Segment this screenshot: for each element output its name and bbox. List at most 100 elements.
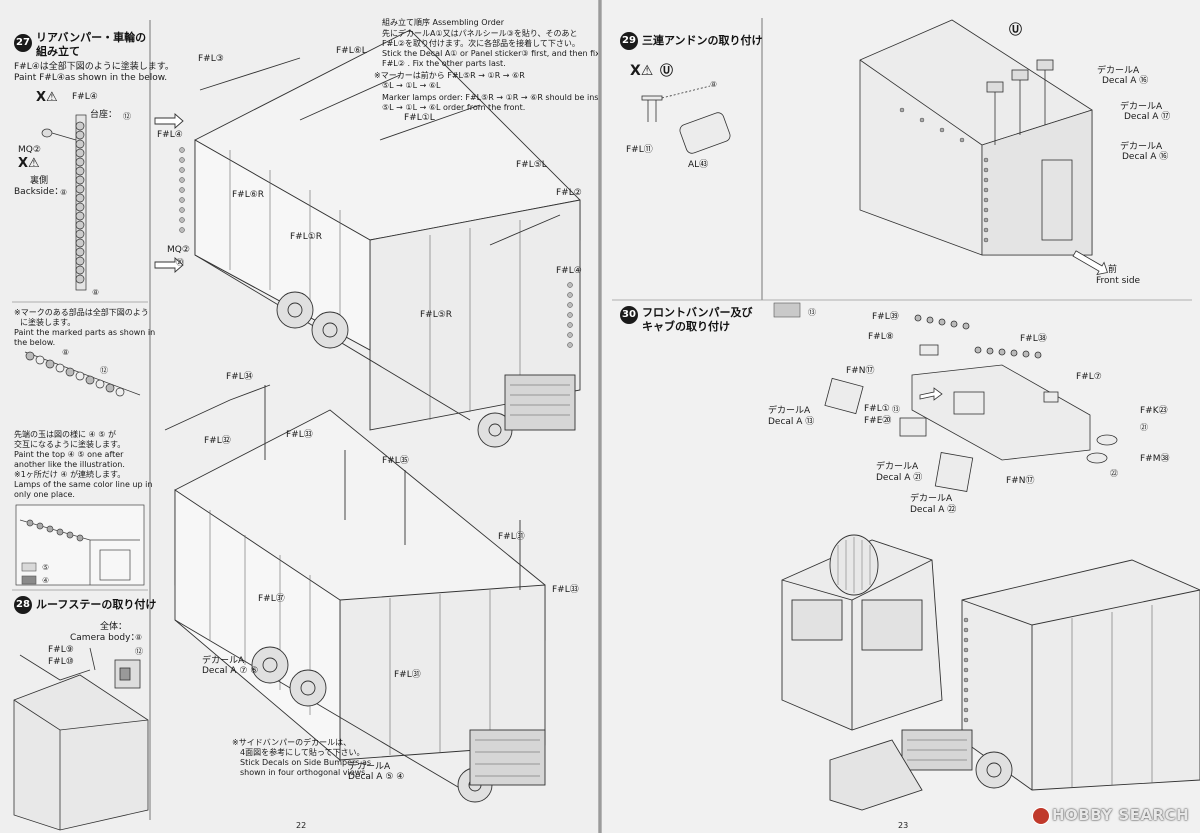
andon-truck-roof-illustration [859, 19, 1108, 276]
step30-color-swatch [773, 302, 801, 318]
step-number-30: 30 [620, 306, 638, 324]
part-label-u4: F#L⑤L [516, 160, 547, 170]
tip-note-en4: Lamps of the same color line up in [14, 480, 153, 489]
step-28-title: ルーフステーの取り付け [36, 598, 157, 611]
part-label-u8: F#L⑤R [420, 310, 453, 320]
part-label-l3: F#L㉟ [382, 456, 409, 466]
step-29-title: 三連アンドンの取り付け [642, 34, 763, 47]
part-label-u5: F#L② [556, 188, 582, 198]
front-bumper-exploded-illustration [824, 314, 1118, 492]
base-color-code: ⑫ [123, 112, 131, 121]
right-page: 29 三連アンドンの取り付け X⚠ Ⓤ ⑧ F#L⑪ AL㊸ Ⓤ デカールA D… [602, 0, 1200, 833]
cab-assembly-illustration [781, 534, 1200, 811]
bumper-note-en1: Stick Decals on Side Bumpers as [240, 758, 372, 767]
x-mark-icon-3: X⚠ [630, 63, 654, 79]
decal-78-en: Decal A ⑯ [1122, 152, 1169, 162]
part-al53: AL㊸ [688, 160, 709, 170]
tip-note-en3: another like the illustration. [14, 460, 125, 469]
decal-77-en: Decal A ⑰ [1124, 112, 1171, 122]
hobby-search-watermark: HOBBY SEARCH [1052, 806, 1190, 824]
front-side-jp: 前 [1108, 265, 1118, 275]
lamp-detail-inset [15, 504, 145, 586]
part-label-u6: F#L⑥R [232, 190, 265, 200]
rear-lamp-strip-illustration [41, 114, 87, 291]
decal-76-jp: デカールA [1097, 66, 1140, 76]
tip-note-en5: only one place. [14, 490, 75, 499]
part-e20: F#E⑳ [864, 416, 892, 426]
color-tag-22: ㉒ [1110, 469, 1118, 478]
part-label-l6: F#L㉛ [394, 670, 421, 680]
decal-73: デカールA Decal A ⑬ [768, 406, 815, 427]
decal-77-jp: デカールA [1120, 102, 1163, 112]
part-label-u2: F#L④ [157, 130, 183, 140]
marked-note-jp2: に塗装します。 [20, 318, 76, 327]
bumper-note-en2: shown in four orthogonal views. [240, 768, 368, 777]
swatch-label-a: ⑤ [42, 563, 50, 572]
part-l8: F#L⑧ [868, 332, 894, 342]
part-n17-b: F#N⑰ [1006, 476, 1035, 486]
step-27-paint-en: Paint F#L④as shown in the below. [14, 73, 168, 83]
part-label-l7: F#L㉝ [552, 585, 579, 595]
marker-seq2-jp: ⑤L → ①L → ⑥L [382, 81, 441, 90]
part-label-u7: F#L①R [290, 232, 323, 242]
backside-en: Backside： [14, 187, 64, 197]
part-label-u3: F#L①L [404, 113, 435, 123]
bumper-note-jp1: ※サイドバンパーのデカールは、 [232, 738, 352, 747]
marker-note: ※マーカーは前から F#L⑤R → ①R → ⑥R [374, 71, 525, 80]
part-label-fl4: F#L④ [72, 92, 98, 102]
u-mark-icon: Ⓤ [660, 64, 674, 79]
marked-note-jp1: ※マークのある部品は全部下図のよう [14, 308, 149, 317]
decal-76-en: Decal A ⑯ [1102, 76, 1149, 86]
part-fl9: F#L⑨ [48, 645, 74, 655]
camera-body-color: ⑧ [135, 633, 143, 642]
part-label-u1: F#L⑥L [336, 46, 367, 56]
tip-note-jp1: 先端の玉は図の様に ④ ⑤ が [14, 430, 116, 439]
step-number-27: 27 [14, 34, 32, 52]
andon-parts-illustration [641, 85, 731, 154]
part-l1: F#L① [864, 404, 890, 414]
order-en1: Stick the Decal A① or Panel sticker③ fir… [382, 49, 600, 58]
decal-side-en: Decal A ⑦ ⑥ [202, 666, 259, 676]
lower-truck-assembly-illustration [164, 384, 546, 803]
x-mark-icon: X⚠ [36, 90, 58, 105]
mq-part-label: MQ② [18, 145, 41, 155]
part-fl11: F#L⑪ [626, 145, 653, 155]
color-swatch-dark [21, 575, 37, 585]
book-gutter [598, 0, 602, 833]
decal-78-jp: デカールA [1120, 142, 1163, 152]
page-number-left: 22 [296, 821, 307, 830]
tip-note-jp3: 交互になるように塗装します。 [14, 440, 126, 449]
hobby-search-logo-icon [1032, 807, 1050, 825]
order-jp1: 先にデカールA①又はパネルシール③を貼り、そのあと [382, 29, 578, 38]
camera-lens-color: ⑫ [135, 647, 143, 656]
camera-body-jp: 全体： [100, 622, 128, 632]
decal-71: デカールA Decal A ㉑ [876, 462, 923, 483]
part-label-l2: F#L㉝ [286, 430, 313, 440]
lamp-row-color-b: ⑫ [100, 366, 108, 375]
marker-en1: Marker lamps order: F#L⑤R → ①R → ⑥R shou… [382, 93, 631, 102]
left-page: 27 リアバンパー・車輪の 組み立て F#L④は全部下図のように塗装します。 P… [0, 0, 631, 833]
part-label-l5: F#L㊲ [258, 594, 285, 604]
step-27-paint-jp: F#L④は全部下図のように塗装します。 [14, 62, 174, 72]
part-k23: F#K㉓ [1140, 406, 1168, 416]
swatch-label-b: ④ [42, 576, 50, 585]
step-number-28: 28 [14, 596, 32, 614]
marked-note-en1: Paint the marked parts as shown in [14, 328, 156, 337]
bumper-note-jp2: 4面図を参考にして貼って下さい。 [240, 748, 365, 757]
camera-body-en: Camera body： [70, 633, 140, 643]
part-l38: F#L㊳ [1020, 334, 1047, 344]
part-fl10: F#L⑩ [48, 657, 74, 667]
color-swatch-light [21, 562, 37, 572]
marker-en2: ⑤L → ①L → ⑥L order from the front. [382, 103, 526, 112]
step-27-title-line1: リアバンパー・車輪の [36, 31, 147, 44]
part-l39: F#L㊴ [872, 312, 899, 322]
color-tag-21: ㉑ [1140, 423, 1148, 432]
page-number-right: 23 [898, 821, 909, 830]
part-label-l4: F#L㉛ [498, 532, 525, 542]
part-label-u0: F#L③ [198, 54, 224, 64]
step-30-title-line1: フロントバンパー及び [642, 306, 753, 319]
part-l7: F#L⑦ [1076, 372, 1102, 382]
tip-note-jp4: ※1ヶ所だけ ④ が連続します。 [14, 470, 126, 479]
right-page-illustrations [612, 18, 1200, 811]
